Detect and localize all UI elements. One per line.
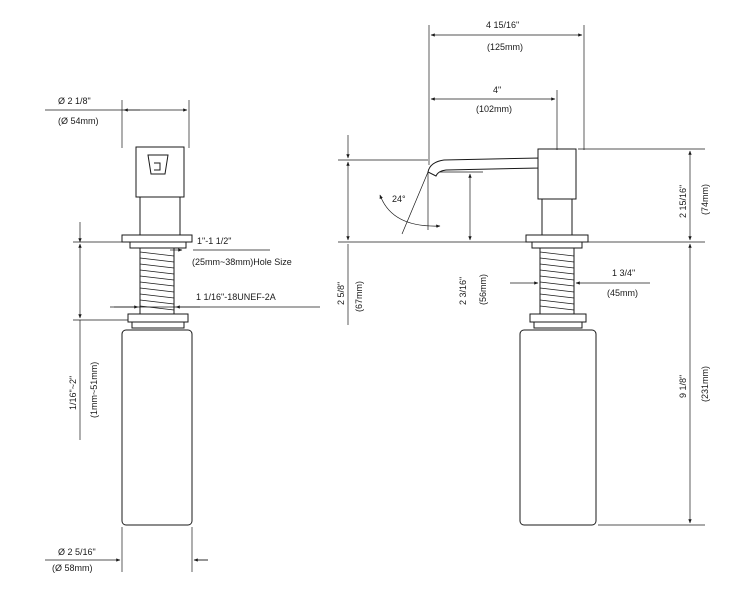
front-thread: 1 1/16"-18UNEF-2A	[196, 292, 276, 302]
side-shank-in: 1 3/4"	[612, 268, 635, 278]
soap-bottle	[121, 329, 193, 526]
front-hole-in: 1"-1 1/2"	[197, 236, 231, 246]
side-head-h-mm: (74mm)	[700, 184, 710, 215]
side-bottle	[519, 329, 597, 526]
pump-neck	[139, 196, 181, 236]
front-counter-mm: (1mm~51mm)	[89, 362, 99, 418]
side-spout-h-mm: (67mm)	[354, 281, 364, 312]
front-counter-in: 1/16"~2"	[68, 376, 78, 410]
side-below-in: 9 1/8"	[678, 375, 688, 398]
side-reach-mm: (102mm)	[476, 104, 512, 114]
side-neck	[541, 198, 573, 236]
side-shank-mm: (45mm)	[607, 288, 638, 298]
front-top-dia-in: Ø 2 1/8"	[58, 96, 91, 106]
side-reach-total-in: 4 15/16"	[486, 20, 519, 30]
side-angle: 24°	[392, 194, 406, 204]
side-nut	[529, 313, 587, 323]
side-thread-lines	[539, 251, 575, 311]
side-head-h-in: 2 15/16"	[678, 185, 688, 218]
pump-button-icon	[147, 154, 169, 175]
mounting-nut	[127, 313, 189, 323]
front-top-dia-mm: (Ø 54mm)	[58, 116, 99, 126]
side-clear-h-in: 2 3/16"	[458, 277, 468, 305]
side-flange	[525, 234, 589, 243]
front-hole-mm: (25mm~38mm)Hole Size	[192, 257, 292, 267]
side-threaded-shank	[539, 247, 575, 315]
side-below-mm: (231mm)	[700, 366, 710, 402]
front-bottle-dia-in: Ø 2 5/16"	[58, 547, 96, 557]
angle-arc	[379, 194, 441, 228]
front-bottle-dia-mm: (Ø 58mm)	[52, 563, 93, 573]
side-pump-head	[537, 148, 577, 200]
thread-lines	[139, 251, 175, 311]
spout-arm	[427, 157, 541, 177]
side-view: 4 15/16" (125mm) 4" (102mm) 24° 2 5/8" (…	[336, 20, 710, 526]
side-reach-total-mm: (125mm)	[487, 42, 523, 52]
threaded-shank	[139, 247, 175, 315]
side-reach-in: 4"	[493, 85, 501, 95]
deck-flange	[121, 234, 193, 243]
side-clear-h-mm: (56mm)	[478, 274, 488, 305]
front-view: Ø 2 1/8" (Ø 54mm) 1"-1 1/2" (25mm~38mm)H…	[45, 96, 320, 573]
side-spout-h-in: 2 5/8"	[336, 282, 346, 305]
